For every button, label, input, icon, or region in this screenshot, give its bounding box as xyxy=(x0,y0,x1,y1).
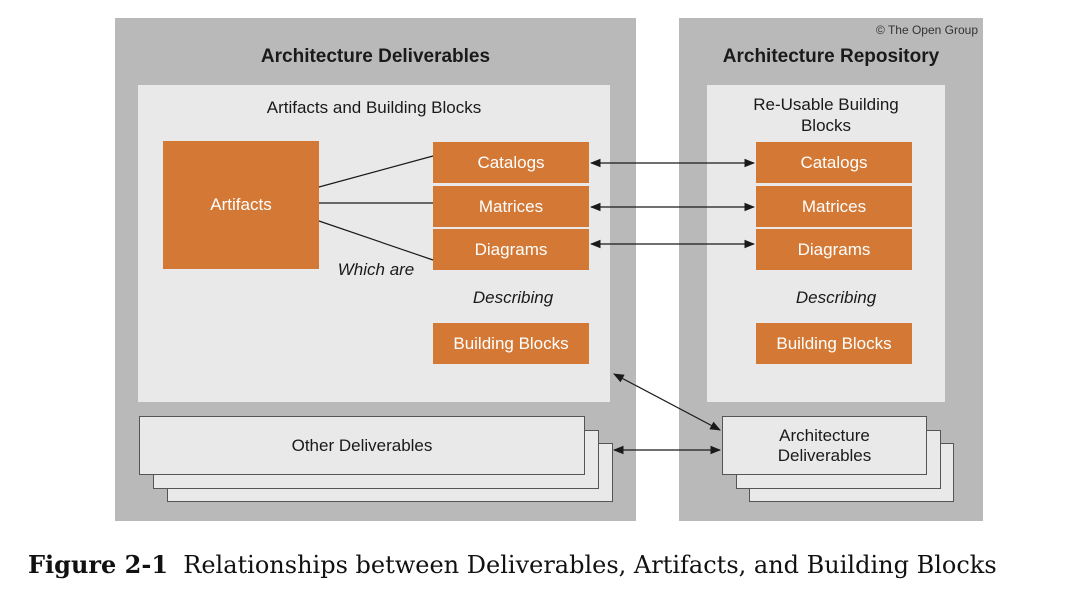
figure-label: Figure 2-1 xyxy=(28,550,169,579)
architecture-deliverables-card: Architecture Deliverables xyxy=(722,416,927,475)
architecture-deliverables-title: Architecture Deliverables xyxy=(260,46,491,67)
artifacts-and-building-blocks-title: Artifacts and Building Blocks xyxy=(266,98,482,117)
reusable-building-blocks-title: Re-Usable Building Blocks xyxy=(753,95,899,135)
which-are-label: Which are xyxy=(337,260,415,279)
right-catalogs-box: Catalogs xyxy=(756,142,912,183)
artifacts-to-diagrams-line xyxy=(318,220,434,261)
copyright-notice: © The Open Group xyxy=(875,23,978,37)
artifacts-box: Artifacts xyxy=(163,141,319,269)
right-describing-label: Describing xyxy=(795,288,877,307)
architecture-repository-title: Architecture Repository xyxy=(722,46,940,67)
right-building-blocks-box: Building Blocks xyxy=(756,323,912,364)
left-matrices-box: Matrices xyxy=(433,186,589,227)
figure-caption: Figure 2-1 Relationships between Deliver… xyxy=(28,550,997,579)
left-building-blocks-box: Building Blocks xyxy=(433,323,589,364)
other-deliverables-card: Other Deliverables xyxy=(139,416,585,475)
artifacts-box-to-architecture-deliverables-arrow xyxy=(613,373,721,431)
right-diagrams-box: Diagrams xyxy=(756,229,912,270)
left-catalogs-box: Catalogs xyxy=(433,142,589,183)
left-describing-label: Describing xyxy=(472,288,554,307)
figure-caption-text: Relationships between Deliverables, Arti… xyxy=(183,551,997,579)
artifacts-to-catalogs-line xyxy=(318,155,434,188)
left-diagrams-box: Diagrams xyxy=(433,229,589,270)
right-matrices-box: Matrices xyxy=(756,186,912,227)
